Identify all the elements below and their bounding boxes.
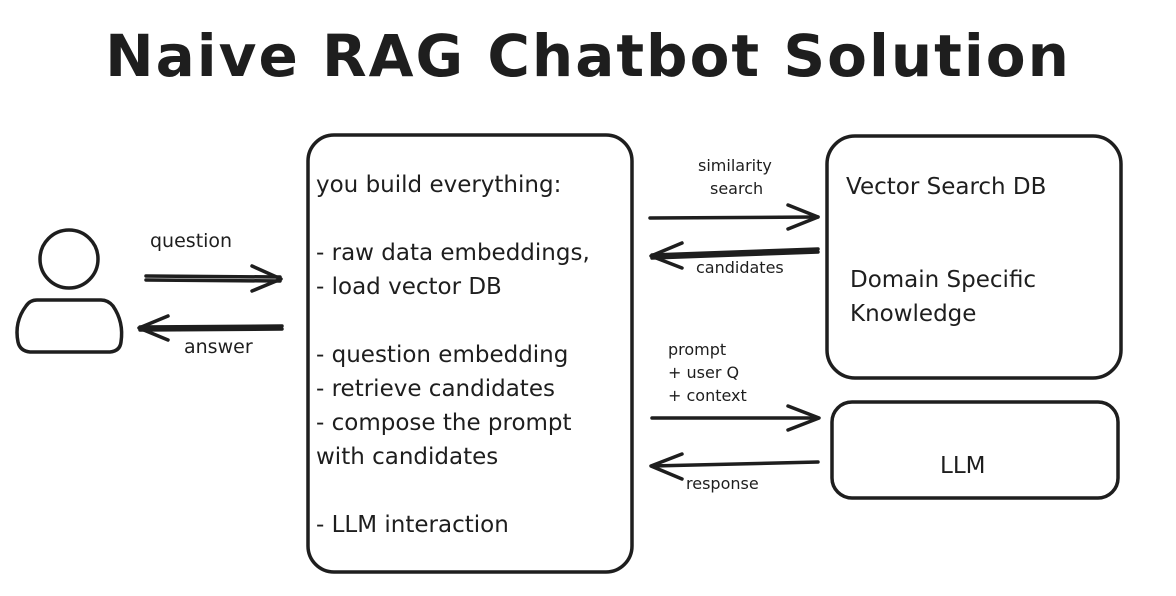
main-box-line: you build everything: bbox=[316, 172, 562, 198]
main-box-line: - load vector DB bbox=[316, 274, 502, 300]
prompt-label: prompt bbox=[668, 340, 727, 359]
user-icon bbox=[15, 228, 124, 354]
llm-box-border bbox=[830, 400, 1120, 500]
prompt-arrow bbox=[650, 404, 821, 432]
vector-db-title: Vector Search DB bbox=[846, 174, 1047, 200]
vector-db-subtitle-2: Knowledge bbox=[850, 301, 977, 327]
candidates-arrow bbox=[649, 241, 820, 270]
main-box: you build everything: - raw data embeddi… bbox=[316, 168, 626, 542]
main-box-line: - retrieve candidates bbox=[316, 376, 555, 402]
candidates-label: candidates bbox=[696, 258, 784, 277]
main-box-line bbox=[316, 202, 626, 236]
answer-label: answer bbox=[184, 336, 253, 358]
main-box-line: - question embedding bbox=[316, 342, 569, 368]
main-box-line bbox=[316, 304, 626, 338]
response-label: response bbox=[686, 474, 759, 493]
main-box-border bbox=[306, 133, 634, 574]
context-label: + context bbox=[668, 386, 747, 405]
main-box-line: - LLM interaction bbox=[316, 512, 509, 538]
similarity-label: similarity bbox=[698, 156, 772, 175]
vector-db-subtitle-1: Domain Specific bbox=[850, 267, 1037, 293]
response-arrow bbox=[649, 452, 820, 481]
question-arrow bbox=[144, 264, 283, 293]
main-box-line: - compose the prompt bbox=[316, 410, 572, 436]
diagram-title: Naive RAG Chatbot Solution bbox=[105, 22, 1071, 90]
vector-db-box-border bbox=[825, 134, 1123, 380]
main-box-line bbox=[316, 474, 626, 508]
search-label: search bbox=[710, 179, 764, 198]
main-box-line: with candidates bbox=[316, 444, 499, 470]
llm-label: LLM bbox=[940, 453, 986, 479]
answer-arrow bbox=[137, 314, 284, 342]
main-box-line: - raw data embeddings, bbox=[316, 240, 590, 266]
question-label: question bbox=[150, 230, 233, 252]
user-q-label: + user Q bbox=[668, 363, 740, 382]
similarity-search-arrow bbox=[648, 203, 820, 231]
